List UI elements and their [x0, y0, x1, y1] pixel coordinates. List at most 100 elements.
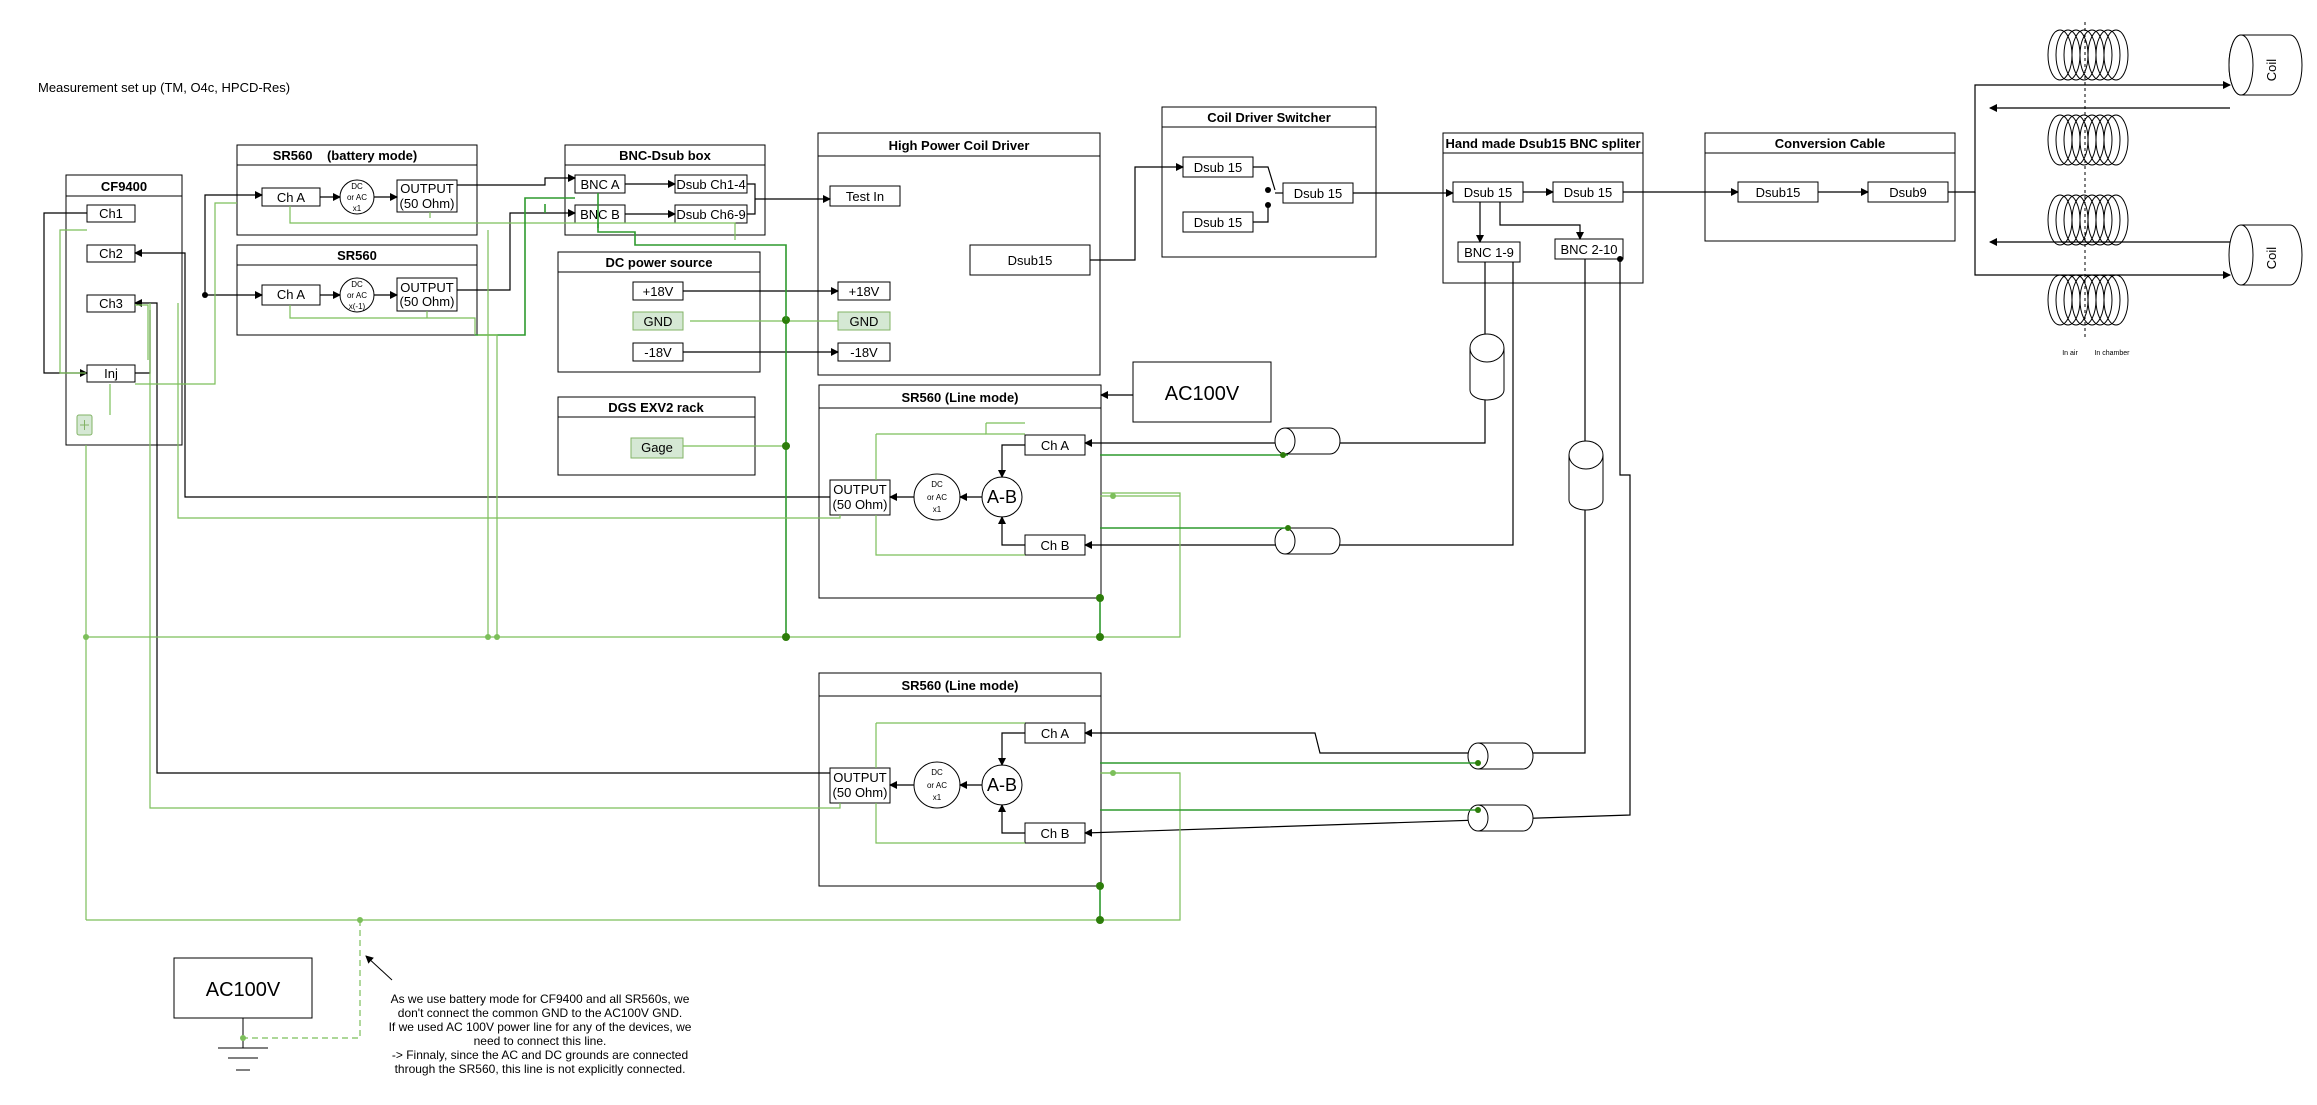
- splitter-bnc-1-9[interactable]: [1457, 241, 1521, 263]
- splitter-bnc-2-10[interactable]: [1554, 238, 1624, 260]
- sr560-line-2-output-ohm: (50 Ohm): [833, 785, 888, 800]
- sr560-second-title: SR560: [337, 248, 377, 263]
- hpcd-test-in-label: Test In: [846, 189, 884, 204]
- in-air-label: In air: [2062, 350, 2078, 357]
- note-arrow: [365, 955, 393, 981]
- coil-assembly: Coil Coil In air In chamber: [2047, 22, 2303, 357]
- dgs-gage-port[interactable]: [630, 437, 684, 459]
- bnc-dsub-title: BNC-Dsub box: [619, 148, 711, 163]
- switcher-dsub-a-label: Dsub 15: [1194, 160, 1242, 175]
- sr560-line-2-coupling-text2: or AC: [927, 781, 947, 790]
- cf9400-ch3-label: Ch3: [99, 296, 123, 311]
- sr560-line-2-block: SR560 (Line mode) Ch A Ch B A-B DC or AC…: [818, 672, 1102, 887]
- sr560-second-coupling-text2: or AC: [347, 291, 367, 300]
- conversion-dsub9-label: Dsub9: [1889, 185, 1927, 200]
- dsub-ch1-4-label: Dsub Ch1-4: [676, 177, 745, 192]
- dc-power-title: DC power source: [606, 255, 713, 270]
- sr560-line-1-gain-text: x1: [933, 505, 942, 514]
- splitter-bnc-1-9-label: BNC 1-9: [1464, 245, 1514, 260]
- hpcd-gnd-label: GND: [850, 314, 879, 329]
- cable-shield-icon: [1274, 527, 1341, 555]
- coil-1-icon: Coil: [2228, 34, 2303, 96]
- cf9400-ch1-label: Ch1: [99, 206, 123, 221]
- note-line-5: -> Finnaly, since the AC and DC grounds …: [392, 1048, 688, 1062]
- sr560-second-coupling-text: DC: [351, 280, 363, 289]
- cable-shield-icon: [1467, 804, 1534, 832]
- note-line-1: As we use battery mode for CF9400 and al…: [391, 992, 690, 1006]
- sr560-battery-output-label: OUTPUT: [400, 181, 454, 196]
- sr560-line-2-coupling-text: DC: [931, 768, 943, 777]
- earth-ground-icon: [218, 1018, 268, 1071]
- sr560-line-2-ab-label: A-B: [987, 775, 1017, 795]
- sr560-line-2-output-label: OUTPUT: [833, 770, 887, 785]
- sr560-battery-cha-label: Ch A: [277, 190, 306, 205]
- dgs-exv2-rack-block: DGS EXV2 rack Gage: [557, 396, 756, 476]
- sr560-battery-block: SR560 (battery mode) Ch A DC or AC x1 OU…: [236, 144, 478, 236]
- sr560-line-1-coupling-text: DC: [931, 480, 943, 489]
- sr560-second-gain-text: x(-1): [349, 302, 366, 311]
- cf9400-inj-label: Inj: [104, 366, 118, 381]
- cable-shield-icon: [1568, 440, 1604, 511]
- sr560-battery-coupling-text: DC: [351, 182, 363, 191]
- conversion-cable-block: Conversion Cable Dsub15 Dsub9: [1704, 132, 1956, 242]
- hpcd-m18-label: -18V: [850, 345, 878, 360]
- cable-shield-icon: [1274, 427, 1341, 455]
- bnc-a-label: BNC A: [580, 177, 619, 192]
- dsub-ch6-9-label: Dsub Ch6-9: [676, 207, 745, 222]
- hpcd-p18-label: +18V: [849, 284, 880, 299]
- sr560-line-1-chb-label: Ch B: [1041, 538, 1070, 553]
- sr560-battery-output-ohm: (50 Ohm): [400, 196, 455, 211]
- switcher-dsub-c-label: Dsub 15: [1294, 186, 1342, 201]
- sr560-line-1-coupling-text2: or AC: [927, 493, 947, 502]
- sr560-battery-title: SR560 (battery mode): [273, 148, 418, 163]
- coil-2-label: Coil: [2264, 247, 2279, 270]
- dgs-gage-label: Gage: [641, 440, 673, 455]
- bnc-b-label: BNC B: [580, 207, 620, 222]
- sr560-line-1-ab-label: A-B: [987, 487, 1017, 507]
- ac100v-top-block: AC100V: [1132, 361, 1272, 423]
- ac100v-bottom-block: AC100V: [173, 957, 313, 1019]
- note-line-3: If we used AC 100V power line for any of…: [389, 1020, 692, 1034]
- ground-wires: [59, 193, 1481, 1041]
- splitter-dsub-b-label: Dsub 15: [1564, 185, 1612, 200]
- conversion-dsub15-label: Dsub15: [1756, 185, 1801, 200]
- splitter-dsub-a-label: Dsub 15: [1464, 185, 1512, 200]
- sr560-second-output-port[interactable]: [396, 277, 458, 312]
- cf9400-block: CF9400 Ch1 Ch2 Ch3 Inj: [65, 174, 183, 446]
- cf9400-ch2-label: Ch2: [99, 246, 123, 261]
- ground-note: As we use battery mode for CF9400 and al…: [365, 955, 692, 1076]
- switcher-dsub-b-label: Dsub 15: [1194, 215, 1242, 230]
- coil-1-label: Coil: [2264, 59, 2279, 82]
- sr560-line-2-output-port[interactable]: [829, 767, 891, 804]
- battery-icon: [76, 414, 93, 436]
- cable-shield-icon: [1469, 333, 1505, 401]
- cable-shield-icon: [1467, 742, 1534, 770]
- cable-shields: [1274, 333, 1604, 832]
- note-line-2: don't connect the common GND to the AC10…: [398, 1006, 682, 1020]
- dc-power-source-block: DC power source +18V GND -18V: [557, 251, 761, 373]
- sr560-battery-coupling-text2: or AC: [347, 193, 367, 202]
- note-line-4: need to connect this line.: [474, 1034, 607, 1048]
- hpcd-dsub15-port[interactable]: [969, 244, 1091, 276]
- sr560-line-1-output-port[interactable]: [829, 479, 891, 516]
- sr560-second-block: SR560 Ch A DC or AC x(-1) OUTPUT (50 Ohm…: [236, 244, 478, 336]
- sr560-battery-gain-text: x1: [353, 204, 362, 213]
- dgs-title: DGS EXV2 rack: [608, 400, 704, 415]
- splitter-title: Hand made Dsub15 BNC spliter: [1445, 136, 1640, 151]
- sr560-second-cha-label: Ch A: [277, 287, 306, 302]
- dc-gnd-port[interactable]: [632, 311, 684, 331]
- sr560-line-2-cha-label: Ch A: [1041, 726, 1070, 741]
- page-title: Measurement set up (TM, O4c, HPCD-Res): [38, 80, 290, 95]
- sr560-second-output-label: OUTPUT: [400, 280, 454, 295]
- conversion-title: Conversion Cable: [1775, 136, 1886, 151]
- dc-gnd-label: GND: [644, 314, 673, 329]
- note-line-6: through the SR560, this line is not expl…: [395, 1062, 686, 1076]
- ring-stack-4: [2047, 274, 2129, 326]
- bnc-dsub-box-block: BNC-Dsub box BNC A BNC B Dsub Ch1-4 Dsub…: [564, 144, 766, 236]
- dsub15-bnc-splitter-block: Hand made Dsub15 BNC spliter Dsub 15 Dsu…: [1442, 132, 1644, 284]
- hpcd-dsub15-label: Dsub15: [1008, 253, 1053, 268]
- ring-stack-3: [2047, 194, 2129, 246]
- sr560-battery-output-port[interactable]: [396, 179, 458, 213]
- dc-m18-label: -18V: [644, 345, 672, 360]
- sr560-line-1-block: SR560 (Line mode) Ch A Ch B A-B DC or AC…: [818, 384, 1102, 599]
